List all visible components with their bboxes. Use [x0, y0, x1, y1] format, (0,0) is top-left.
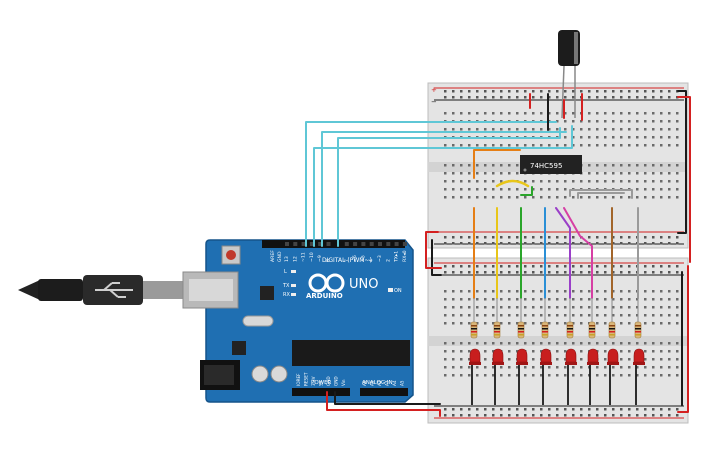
digital-pin-socket[interactable]: [285, 242, 289, 246]
resistor[interactable]: [588, 321, 596, 339]
digital-pin-label: ~10: [309, 252, 315, 262]
red-led[interactable]: [540, 348, 552, 363]
digital-pin-socket[interactable]: [369, 242, 374, 246]
red-led[interactable]: [469, 348, 481, 363]
resistor[interactable]: [470, 321, 478, 339]
resistor[interactable]: [493, 321, 501, 339]
digital-pin-socket[interactable]: [309, 242, 314, 246]
gnd-pin-label: GND: [277, 251, 283, 262]
digital-pin-label: 7: [344, 259, 350, 262]
power-pin-label: 3.3V: [311, 376, 316, 386]
wires: [305, 90, 691, 417]
minus-rail-label: −: [431, 98, 437, 106]
digital-pwm-label: DIGITAL (PWM~): [322, 257, 372, 264]
red-led[interactable]: [607, 348, 619, 363]
reset-button[interactable]: [226, 250, 236, 260]
power-pin-label: Vin: [341, 379, 346, 386]
red-led[interactable]: [565, 348, 577, 363]
power-pin-label: IOREF: [296, 373, 301, 386]
digital-pin-socket[interactable]: [301, 242, 306, 246]
digital-pin-label: 4: [369, 259, 375, 262]
red-led[interactable]: [516, 348, 528, 363]
red-led[interactable]: [587, 348, 599, 363]
digital-pin-label: RX◂0: [402, 250, 408, 262]
arduino-board[interactable]: ARDUINO UNO DIGITAL (PWM~) POWER ANALOG …: [182, 239, 414, 403]
digital-pin-label: 2: [385, 259, 391, 262]
usb-cable: [18, 275, 185, 305]
digital-pin-socket[interactable]: [402, 242, 407, 246]
analog-pin-label: A1: [370, 380, 375, 386]
breadboard-bottom[interactable]: [427, 257, 689, 424]
analog-in-label: ANALOG IN: [362, 380, 393, 386]
tx-label: TX: [282, 283, 290, 289]
power-pin-label: RESET: [304, 372, 309, 386]
resistor[interactable]: [541, 321, 549, 339]
analog-pin-label: A0: [362, 380, 367, 386]
resistor-row: [470, 298, 642, 339]
l-led-label: L: [284, 269, 287, 275]
digital-pin-socket[interactable]: [353, 242, 358, 246]
arduino-logo-icon: [308, 273, 345, 293]
digital-pin-label: ~9: [317, 255, 323, 262]
arduino-logo-text: ARDUINO: [306, 292, 343, 300]
analog-pin-label: A3: [385, 380, 390, 386]
resistor[interactable]: [566, 321, 574, 339]
power-pin-label: GND: [334, 376, 339, 386]
analog-pin-label: A5: [400, 380, 405, 386]
shift-register-chip[interactable]: 74HC595: [520, 155, 582, 174]
resistor[interactable]: [608, 321, 616, 339]
digital-pin-label: ~3: [377, 255, 383, 262]
digital-pin-socket[interactable]: [361, 242, 366, 246]
chip-label: 74HC595: [530, 162, 562, 170]
red-led[interactable]: [633, 348, 645, 363]
power-label: POWER: [311, 380, 332, 386]
digital-pin-label: 13: [284, 256, 290, 262]
digital-pin-socket[interactable]: [386, 242, 391, 246]
digital-pin-label: 12: [292, 256, 298, 262]
digital-pin-label: 8: [326, 259, 332, 262]
resistor[interactable]: [634, 321, 642, 339]
digital-pin-label: ~11: [301, 252, 307, 262]
board-model: UNO: [349, 277, 378, 292]
digital-pin-socket[interactable]: [394, 242, 399, 246]
digital-pin-label: ~5: [360, 255, 366, 262]
digital-pin-socket[interactable]: [293, 242, 298, 246]
digital-pin-socket[interactable]: [378, 242, 382, 246]
plus-rail-label: +: [431, 86, 437, 94]
power-pin-label: GND: [326, 376, 331, 386]
analog-pin-label: A2: [377, 380, 382, 386]
led-ground-wires: [471, 365, 637, 405]
rx-label: RX: [283, 292, 290, 298]
led-row: [469, 348, 645, 365]
digital-pin-label: TX▸1: [394, 251, 400, 263]
resistor[interactable]: [517, 321, 525, 339]
digital-pin-label: ~6: [352, 255, 358, 262]
aref-pin-label: AREF: [270, 250, 276, 262]
digital-pin-socket[interactable]: [326, 242, 331, 246]
analog-pin-label: A4: [392, 380, 397, 386]
on-label: ON: [394, 288, 402, 294]
electrolytic-capacitor[interactable]: [558, 30, 580, 119]
red-led[interactable]: [492, 348, 504, 363]
power-pin-label: 5V: [319, 380, 324, 386]
digital-pin-socket[interactable]: [344, 242, 349, 246]
usb-icon: [95, 282, 133, 298]
digital-pin-socket[interactable]: [318, 242, 323, 246]
